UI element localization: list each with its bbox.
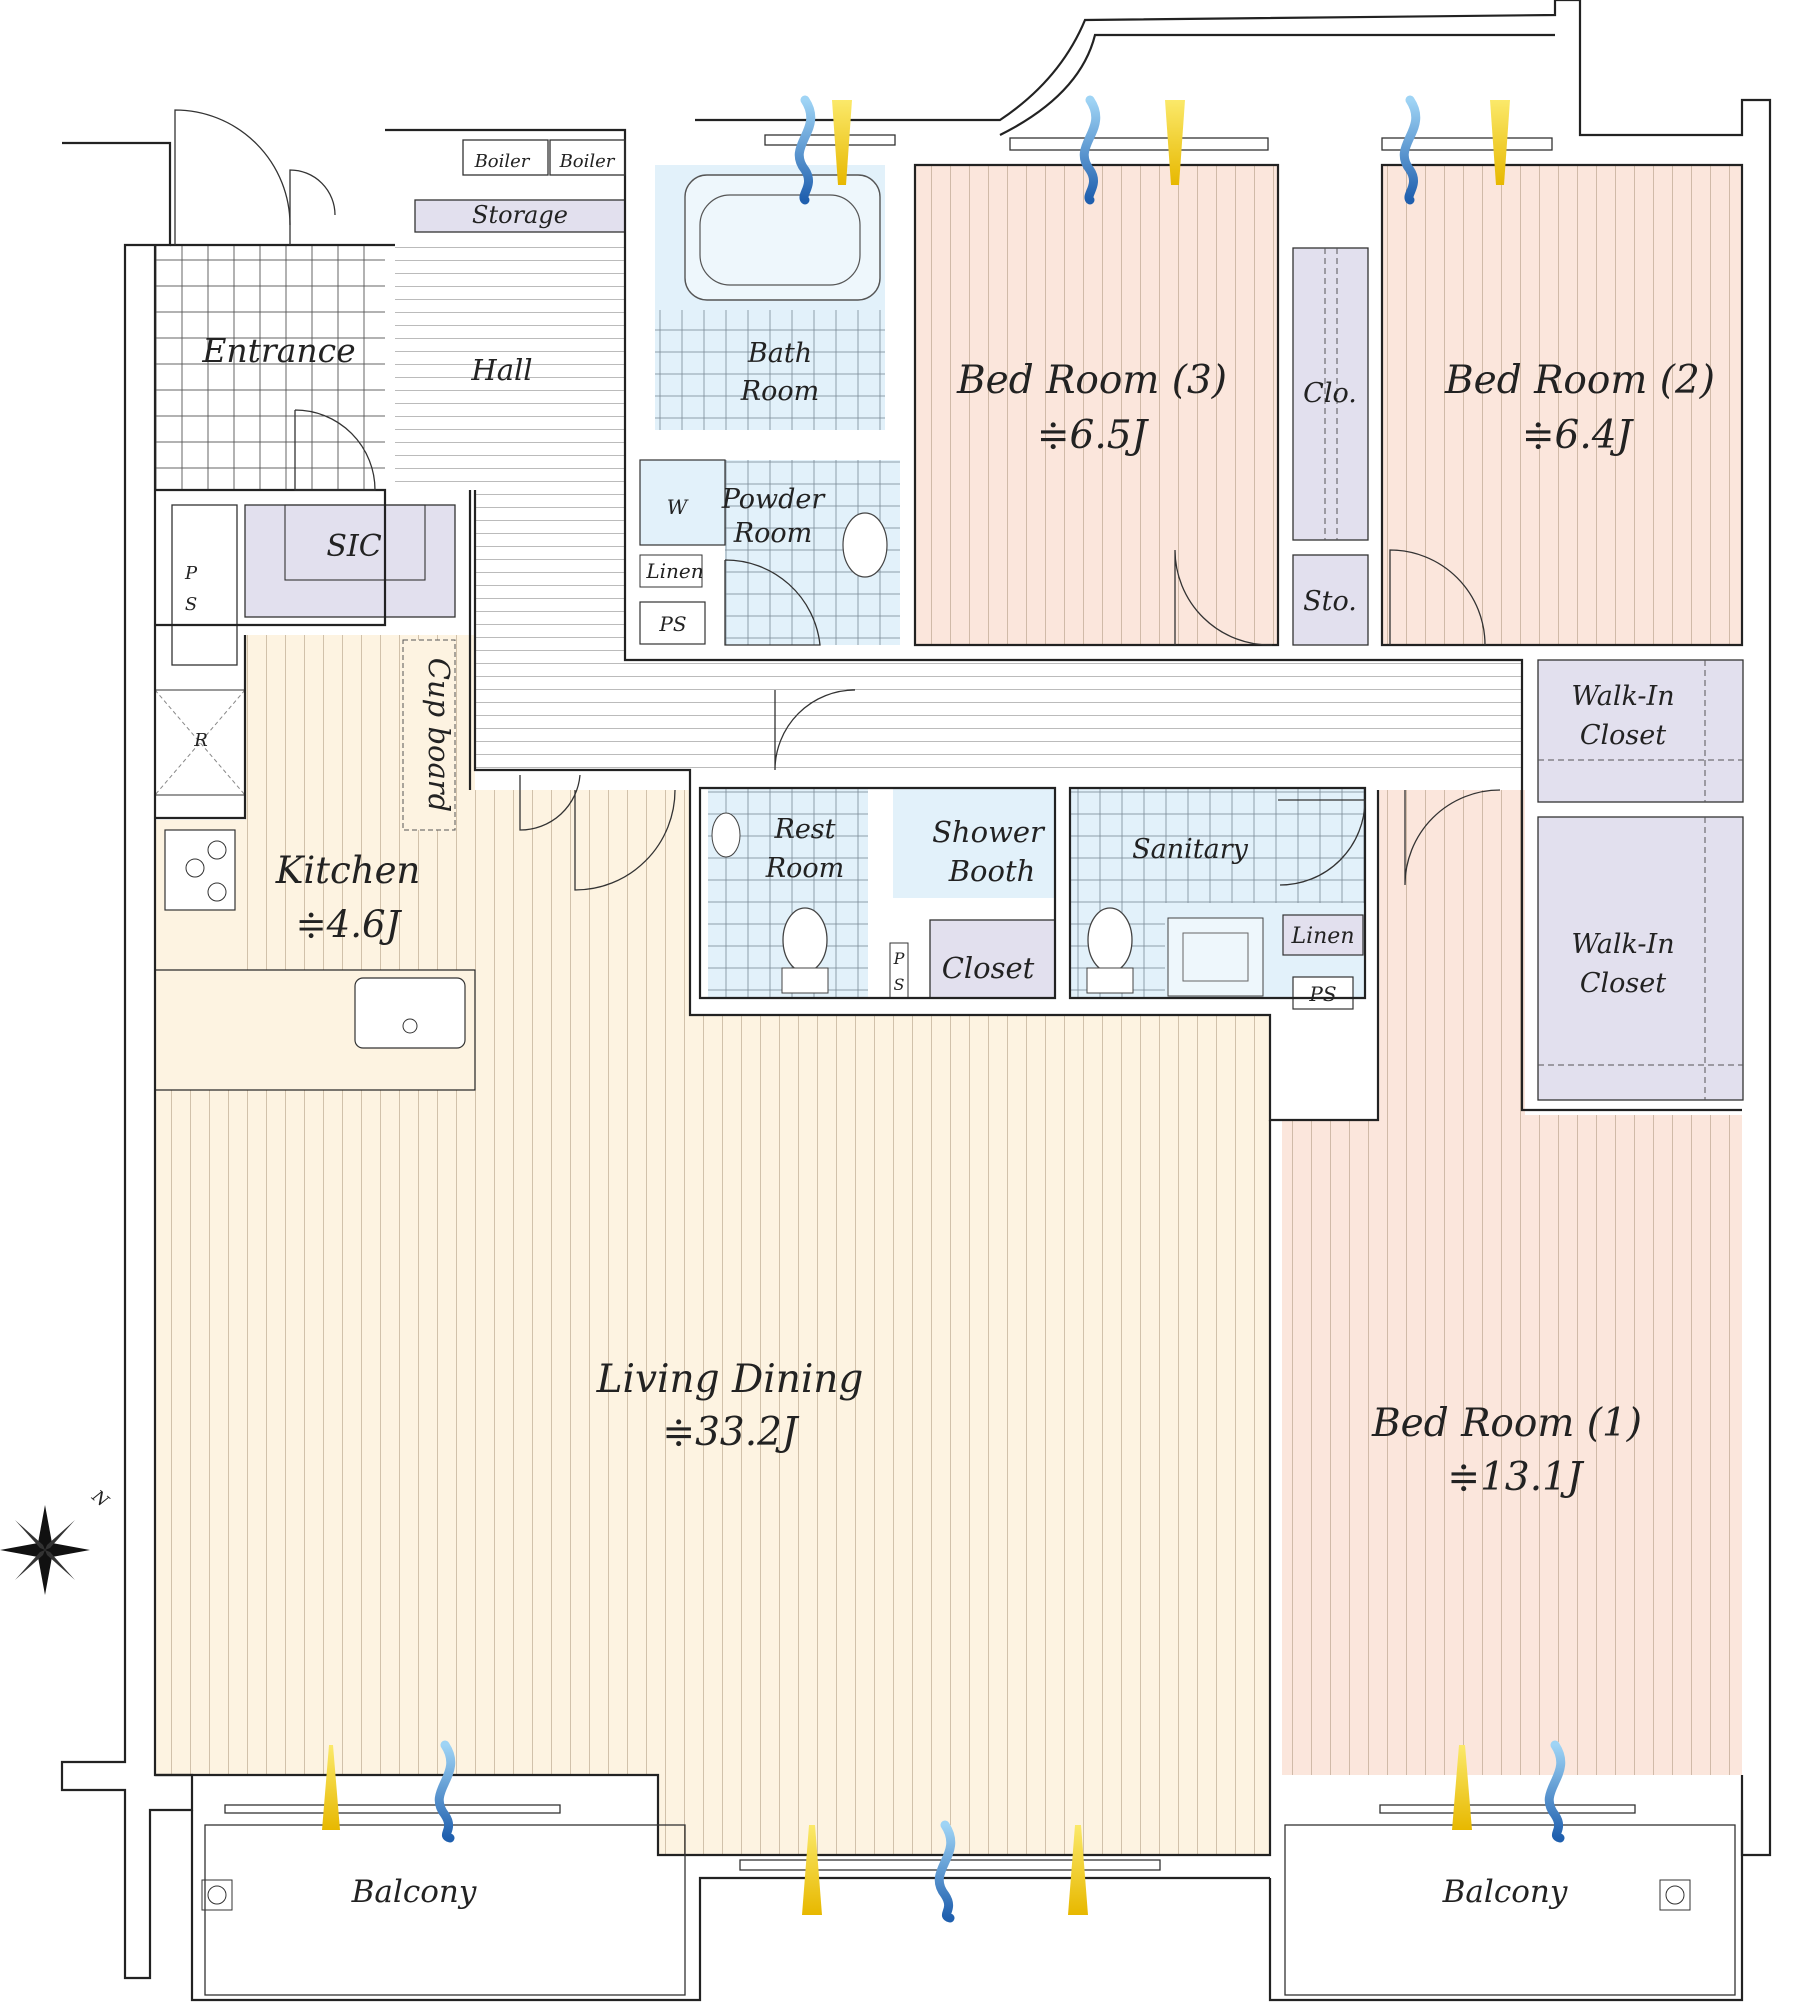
boiler-1-label: Boiler (474, 151, 531, 172)
bedroom-2-label: Bed Room (2) (1444, 358, 1715, 403)
bath-room-area (655, 165, 885, 430)
bedroom-1-label: Bed Room (1) (1371, 1401, 1642, 1446)
walkin-2-label-1: Walk-In (1571, 929, 1674, 960)
storage-label: Storage (472, 201, 568, 229)
room-labels: Boiler Boiler Storage Entrance Hall Bath… (184, 151, 1715, 1910)
walls (60, 0, 1772, 2002)
fridge-label: R (193, 730, 208, 751)
hall-label: Hall (470, 353, 532, 387)
sanitary-label: Sanitary (1132, 834, 1248, 865)
bath-room-label-1: Bath (747, 338, 812, 369)
washer-label: W (667, 495, 689, 519)
balcony-right-label: Balcony (1442, 1874, 1568, 1910)
boiler-2-label: Boiler (559, 151, 616, 172)
bedroom-2-area (1382, 165, 1742, 645)
shower-booth-label-1: Shower (932, 815, 1046, 849)
linen-powder-label: Linen (645, 559, 703, 583)
powder-room-label-2: Room (733, 518, 812, 549)
kitchen-label: Kitchen (275, 849, 421, 892)
powder-room-area (639, 459, 900, 645)
ps-left-label-1: P (184, 563, 198, 584)
living-dining-label: Living Dining (596, 1357, 864, 1402)
bath-room-label-2: Room (740, 376, 819, 407)
hall-area (395, 245, 1522, 770)
sanitary-area (1070, 788, 1365, 1010)
sto-label: Sto. (1303, 586, 1357, 617)
cupboard-label: Cup board (422, 658, 456, 812)
bedroom-3-area-label: ≑6.5J (1037, 413, 1150, 458)
linen-sanitary-label: Linen (1290, 924, 1354, 949)
bedroom-3-area (915, 165, 1278, 645)
living-dining-area (155, 790, 1270, 1855)
rest-room-label-1: Rest (773, 814, 835, 845)
bedroom-1-area-label: ≑13.1J (1447, 1455, 1585, 1500)
closet-label: Closet (942, 951, 1035, 985)
walkin-1-label-2: Closet (1580, 720, 1666, 751)
bedroom-2-area-label: ≑6.4J (1522, 413, 1635, 458)
bedroom-1-area (1282, 790, 1742, 1775)
entrance-area (155, 245, 385, 490)
storage-boxes (154, 199, 1744, 1101)
ps-left-label-2: S (185, 594, 197, 615)
ps-small-label-1: P (893, 949, 905, 968)
clo-label: Clo. (1303, 378, 1357, 409)
compass-north-label: N (87, 1486, 113, 1512)
walkin-1-label-1: Walk-In (1571, 681, 1674, 712)
rest-room-area (708, 788, 868, 998)
shower-booth-label-2: Booth (948, 854, 1036, 888)
ps-small-label-2: S (894, 975, 905, 994)
bedroom-3-label: Bed Room (3) (956, 358, 1227, 403)
balcony-drains (201, 1879, 1691, 1911)
powder-room-label-1: Powder (721, 484, 827, 515)
balcony-left-label: Balcony (351, 1874, 477, 1910)
entrance-label: Entrance (201, 331, 355, 370)
compass-rose-icon: N (0, 1486, 113, 1595)
kitchen-area-label: ≑4.6J (296, 903, 403, 946)
sic-label: SIC (326, 529, 381, 564)
ps-sanitary-label: PS (1308, 982, 1336, 1006)
living-dining-area-label: ≑33.2J (662, 1410, 800, 1455)
shower-booth-area (893, 788, 1055, 898)
ps-powder-label: PS (658, 612, 686, 636)
rest-room-label-2: Room (765, 853, 844, 884)
walkin-2-label-2: Closet (1580, 968, 1666, 999)
airflow-markers (322, 95, 1566, 1923)
closet-area (929, 919, 1056, 999)
